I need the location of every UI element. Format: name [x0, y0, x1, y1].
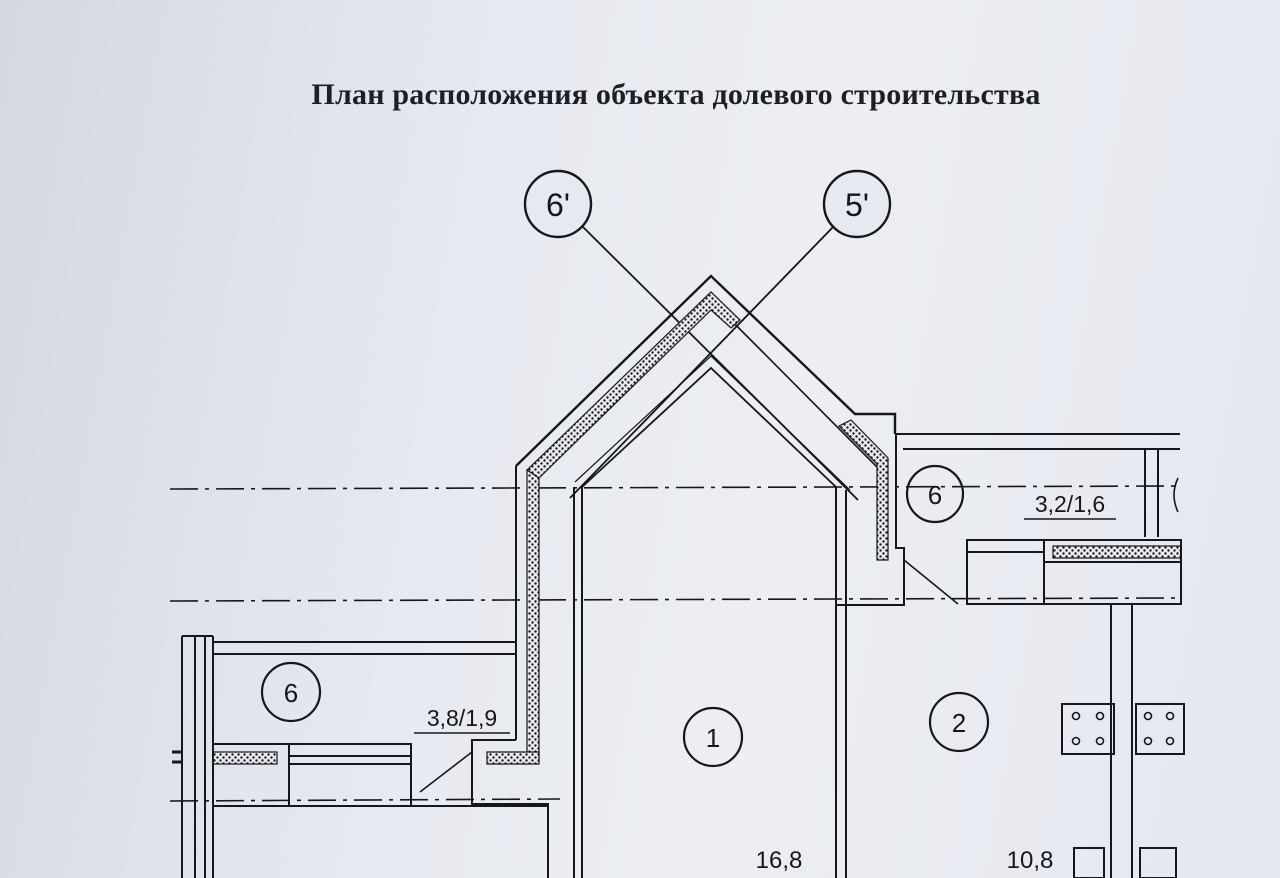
axis-line-6p — [582, 226, 859, 501]
grid-axis-upper — [169, 485, 1181, 490]
room-area-6-right: 3,2/1,6 — [1035, 491, 1105, 517]
axis-label-6p: 6' — [546, 187, 570, 223]
bay-outer-wall — [515, 274, 897, 467]
bay-glazing-line — [581, 366, 837, 488]
room-marker-1 — [682, 706, 744, 768]
axis-line-5p — [569, 224, 836, 499]
room-area-6-left: 3,8/1,9 — [427, 705, 497, 731]
grid-axis-lower — [169, 597, 1181, 602]
grid-axis-left — [169, 798, 561, 802]
page-title: План расположения объекта долевого строи… — [311, 78, 1041, 111]
room-marker-6-right — [905, 464, 965, 524]
room-marker-6-left — [260, 661, 322, 723]
room-marker-2 — [928, 691, 990, 753]
room-number-2: 2 — [952, 708, 966, 738]
axis-marker-6p — [523, 169, 593, 239]
room-area-1: 16,8 — [756, 847, 803, 874]
insulation-layer — [212, 291, 1182, 765]
room-area-2: 10,8 — [1007, 847, 1054, 874]
room-number-6-right: 6 — [928, 480, 942, 510]
room-number-1: 1 — [706, 723, 720, 753]
axis-label-5p: 5' — [845, 187, 869, 223]
axis-marker-5p — [822, 169, 892, 239]
room-number-6-left: 6 — [284, 678, 298, 708]
